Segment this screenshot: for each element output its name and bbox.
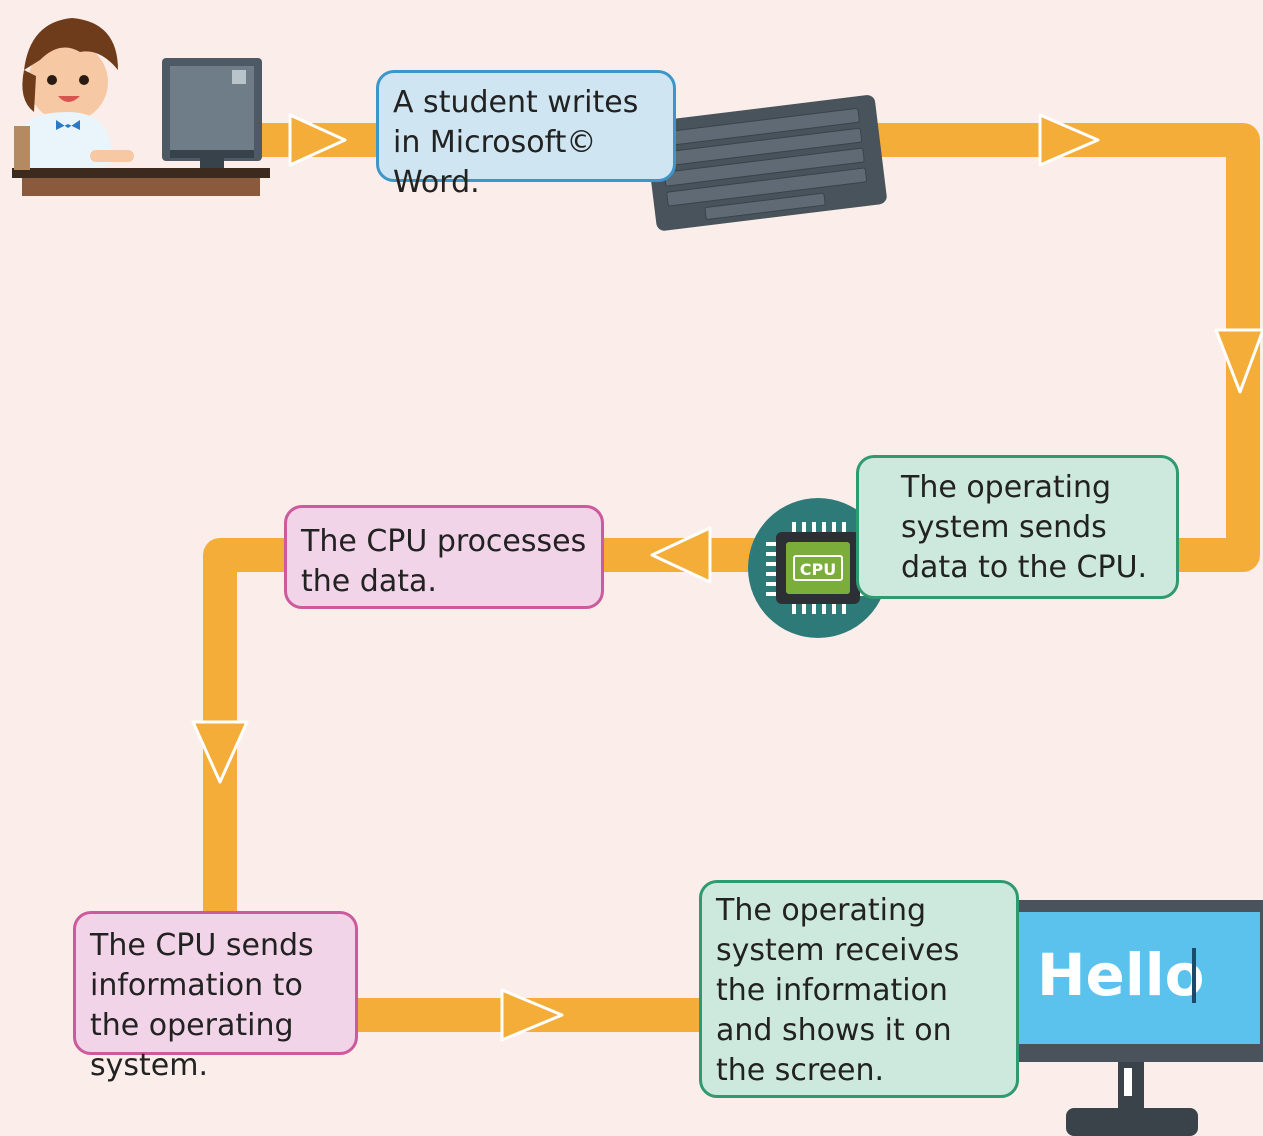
step-box-cpu-sends-info: The CPU sends information to the operati… bbox=[73, 911, 358, 1083]
monitor-screen-text: Hello bbox=[1037, 941, 1205, 1009]
cpu-chip-label: CPU bbox=[800, 560, 836, 579]
flow-arrowheads bbox=[191, 113, 1263, 1042]
keyboard-icon bbox=[644, 95, 887, 231]
arrow-left-icon bbox=[650, 526, 712, 584]
arrow-down-icon bbox=[191, 720, 249, 784]
text-cursor-icon bbox=[1192, 948, 1196, 1003]
arrow-right-icon bbox=[500, 988, 564, 1042]
student-at-computer-icon bbox=[12, 18, 270, 196]
arrow-right-icon bbox=[1038, 113, 1100, 167]
arrow-right-icon bbox=[288, 113, 347, 167]
step-box-os-sends-data: The operating system sends data to the C… bbox=[856, 455, 1179, 599]
monitor-icon bbox=[988, 900, 1263, 1136]
step-box-student-writes: A student writes in Microsoft© Word. bbox=[376, 70, 676, 200]
arrow-down-icon bbox=[1214, 328, 1263, 394]
cpu-chip-icon: CPU bbox=[748, 498, 888, 638]
step-box-os-shows-on-screen: The operating system receives the inform… bbox=[699, 880, 1019, 1098]
step-box-cpu-processes: The CPU processes the data. bbox=[284, 505, 604, 609]
